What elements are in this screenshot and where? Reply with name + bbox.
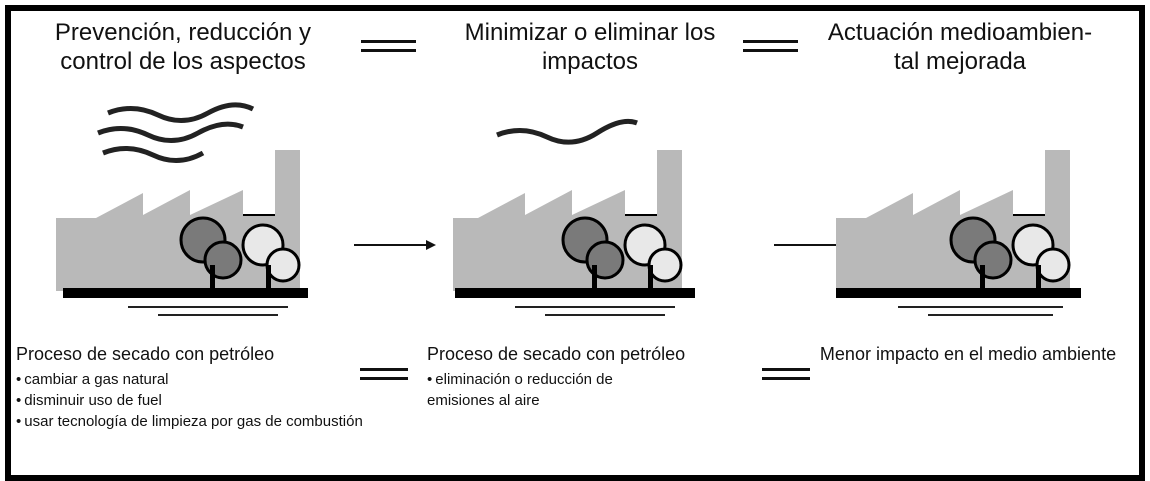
factory-icon [56, 150, 300, 291]
factory-illustration-no-smoke [836, 150, 1081, 316]
header-improved-performance: Actuación medioambien- tal mejorada [827, 19, 1093, 75]
action-list: cambiar a gas natural disminuir uso de f… [16, 369, 376, 432]
list-item: cambiar a gas natural [16, 369, 376, 390]
equals-sign-top-left [361, 40, 416, 58]
ground-icon [455, 288, 695, 316]
smoke-icon [97, 102, 255, 163]
list-item: emisiones al aire [427, 392, 540, 409]
description-lower-impact: Menor impacto en el medio ambiente [818, 343, 1118, 365]
description-title: Proceso de secado con petróleo [16, 344, 275, 364]
equals-sign-bottom-left [360, 368, 408, 386]
description-title: Proceso de secado con petróleo [427, 344, 686, 364]
header-prevention: Prevención, reducción y control de los a… [54, 19, 312, 75]
description-emissions-reduction: Proceso de secado con petróleo eliminaci… [427, 343, 757, 411]
list-item: usar tecnología de limpieza por gas de c… [16, 411, 376, 432]
factory-icon [453, 150, 682, 291]
smoke-icon [496, 118, 638, 145]
trees-icon [561, 216, 683, 297]
description-title: Menor impacto en el medio ambiente [819, 344, 1117, 364]
list-item: disminuir uso de fuel [16, 390, 376, 411]
factory-icon [836, 150, 1070, 291]
list-item: eliminación o reducción de [427, 369, 757, 390]
equals-sign-bottom-right [762, 368, 810, 386]
description-oil-drying-actions: Proceso de secado con petróleo cambiar a… [16, 343, 376, 432]
factory-illustration-light-smoke [453, 118, 695, 316]
action-list: eliminación o reducción de emisiones al … [427, 369, 757, 411]
trees-icon [949, 216, 1071, 297]
trees-icon [179, 216, 301, 297]
arrow-right-icon [354, 240, 436, 250]
equals-sign-top-right [743, 40, 798, 58]
ground-icon [836, 288, 1081, 316]
header-minimize-impacts: Minimizar o eliminar los impactos [464, 19, 716, 75]
factory-illustration-heavy-smoke [56, 102, 308, 316]
ground-icon [63, 288, 308, 316]
